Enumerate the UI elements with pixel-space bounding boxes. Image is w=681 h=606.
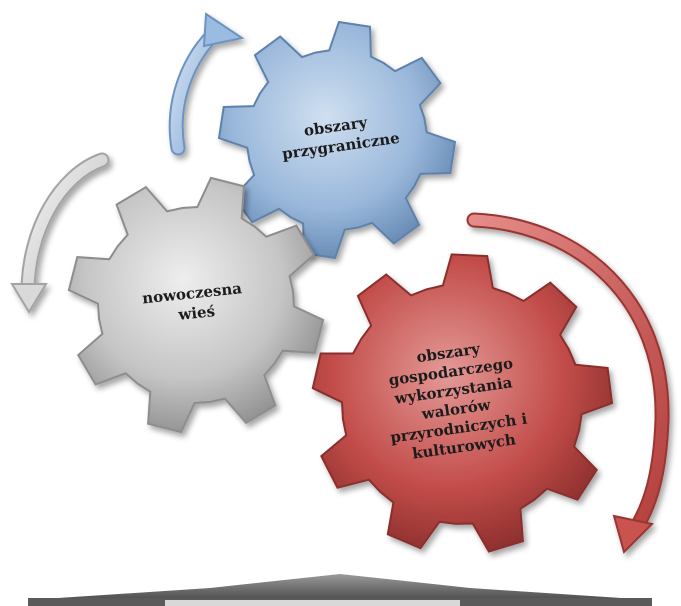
- gear-icon: [217, 20, 457, 260]
- cycle-arrow-icon: [168, 12, 245, 156]
- gear-icon: [311, 253, 614, 553]
- gear-obszary-przygraniczne: obszary przygraniczne: [217, 20, 457, 260]
- platform-base: [28, 574, 652, 606]
- cycle-arrow-icon: [466, 212, 670, 554]
- gear-label: obszary gospodarczego wykorzystania walo…: [379, 334, 537, 466]
- gear-icon: [67, 176, 325, 434]
- cycle-arrow-icon: [10, 152, 110, 314]
- gear-nowoczesna-wies: nowoczesna wieś: [67, 176, 325, 434]
- gear-obszary-gospodarczego: obszary gospodarczego wykorzystania walo…: [311, 253, 614, 553]
